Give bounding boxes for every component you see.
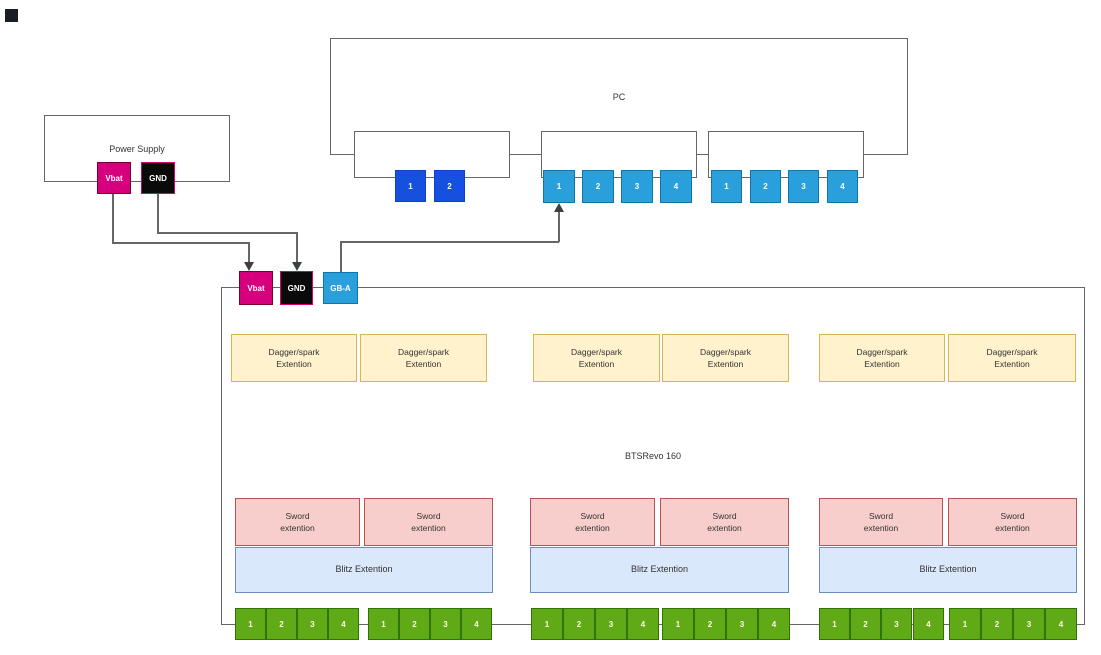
sword-extension-label: extention bbox=[995, 523, 1030, 533]
output-port: 3 bbox=[726, 608, 758, 640]
output-port: 4 bbox=[913, 608, 944, 640]
output-port: 4 bbox=[627, 608, 659, 640]
output-port: 2 bbox=[694, 608, 726, 640]
sword-extension-3: Sword extention bbox=[530, 498, 655, 546]
sword-extension-label: Sword bbox=[285, 510, 310, 521]
dagger-extension-label: Dagger/spark bbox=[699, 346, 752, 357]
dagger-extension-4: Dagger/spark Extention bbox=[662, 334, 789, 382]
arrowhead-down-icon bbox=[244, 262, 254, 271]
connector-vbat-segment bbox=[248, 242, 250, 263]
pc-hub-1 bbox=[354, 131, 510, 178]
pc-hub3-port: 1 bbox=[711, 170, 742, 203]
blitz-extension-1: Blitz Extention bbox=[235, 547, 493, 593]
connector-vbat-segment bbox=[112, 194, 114, 243]
sword-extension-label: extention bbox=[575, 523, 610, 533]
connector-vbat-segment bbox=[112, 242, 250, 244]
dagger-extension-6: Dagger/spark Extention bbox=[948, 334, 1076, 382]
sword-extension-label: Sword bbox=[416, 510, 441, 521]
output-port: 1 bbox=[662, 608, 694, 640]
power-supply-label: Power Supply bbox=[109, 143, 165, 154]
output-port: 4 bbox=[1045, 608, 1077, 640]
arrowhead-down-icon bbox=[292, 262, 302, 271]
connector-gba-segment bbox=[340, 241, 559, 243]
output-port: 4 bbox=[328, 608, 359, 640]
sword-extension-label: extention bbox=[863, 523, 899, 533]
pc-hub2-port: 3 bbox=[621, 170, 653, 203]
pc-hub1-port: 2 bbox=[434, 170, 465, 202]
sword-extension-label: extention bbox=[707, 523, 742, 533]
power-supply-port-gnd: GND bbox=[141, 162, 175, 194]
power-supply-port-vbat: Vbat bbox=[97, 162, 131, 194]
output-port: 3 bbox=[881, 608, 912, 640]
output-port: 3 bbox=[430, 608, 461, 640]
pc-hub3-port: 4 bbox=[827, 170, 858, 203]
pc-hub1-port: 1 bbox=[395, 170, 426, 202]
output-port: 1 bbox=[949, 608, 981, 640]
sword-extension-label: Sword bbox=[580, 510, 605, 521]
pc-hub2-port: 1 bbox=[543, 170, 575, 203]
sword-extension-label: Sword bbox=[712, 510, 737, 521]
sword-extension-label: Sword bbox=[1000, 510, 1025, 521]
bts-port-gnd: GND bbox=[280, 271, 313, 305]
dagger-extension-label: Dagger/spark bbox=[856, 346, 908, 357]
pc-label: PC bbox=[612, 91, 626, 102]
bts-port-gb-a: GB-A bbox=[323, 272, 358, 304]
dagger-extension-label: Dagger/spark bbox=[397, 346, 450, 357]
output-port: 2 bbox=[981, 608, 1013, 640]
sword-extension-4: Sword extention bbox=[660, 498, 789, 546]
sword-extension-2: Sword extention bbox=[364, 498, 493, 546]
corner-marker bbox=[5, 9, 18, 22]
blitz-extension-3: Blitz Extention bbox=[819, 547, 1077, 593]
connector-gba-segment bbox=[340, 241, 342, 272]
sword-extension-label: extention bbox=[411, 523, 446, 533]
output-port: 1 bbox=[819, 608, 850, 640]
connector-gnd-segment bbox=[296, 232, 298, 263]
sword-extension-1: Sword extention bbox=[235, 498, 360, 546]
power-supply-box: Power Supply bbox=[44, 115, 230, 182]
bts-port-vbat: Vbat bbox=[239, 271, 273, 305]
pc-hub3-port: 3 bbox=[788, 170, 819, 203]
pc-hub2-port: 2 bbox=[582, 170, 614, 203]
dagger-extension-1: Dagger/spark Extention bbox=[231, 334, 357, 382]
output-port: 1 bbox=[368, 608, 399, 640]
connector-gba-segment bbox=[558, 211, 560, 242]
dagger-extension-label: Dagger/spark bbox=[986, 346, 1038, 357]
output-port: 4 bbox=[758, 608, 790, 640]
output-port: 3 bbox=[1013, 608, 1045, 640]
pc-hub3-port: 2 bbox=[750, 170, 781, 203]
dagger-extension-label: Extention bbox=[864, 359, 900, 369]
sword-extension-5: Sword extention bbox=[819, 498, 943, 546]
arrowhead-up-icon bbox=[554, 203, 564, 212]
output-port: 1 bbox=[531, 608, 563, 640]
dagger-extension-5: Dagger/spark Extention bbox=[819, 334, 945, 382]
dagger-extension-label: Extention bbox=[578, 359, 615, 369]
output-port: 2 bbox=[266, 608, 297, 640]
sword-extension-label: extention bbox=[280, 523, 315, 533]
blitz-extension-2: Blitz Extention bbox=[530, 547, 789, 593]
dagger-extension-label: Extention bbox=[405, 359, 442, 369]
dagger-extension-label: Dagger/spark bbox=[268, 346, 320, 357]
output-port: 2 bbox=[399, 608, 430, 640]
connector-gnd-segment bbox=[157, 194, 159, 233]
dagger-extension-label: Extention bbox=[276, 359, 312, 369]
dagger-extension-2: Dagger/spark Extention bbox=[360, 334, 487, 382]
dagger-extension-label: Extention bbox=[707, 359, 744, 369]
dagger-extension-3: Dagger/spark Extention bbox=[533, 334, 660, 382]
dagger-extension-label: Dagger/spark bbox=[570, 346, 623, 357]
connector-gnd-segment bbox=[157, 232, 298, 234]
sword-extension-6: Sword extention bbox=[948, 498, 1077, 546]
output-port: 2 bbox=[563, 608, 595, 640]
dagger-extension-label: Extention bbox=[994, 359, 1030, 369]
output-port: 3 bbox=[595, 608, 627, 640]
output-port: 2 bbox=[850, 608, 881, 640]
pc-hub2-port: 4 bbox=[660, 170, 692, 203]
output-port: 4 bbox=[461, 608, 492, 640]
output-port: 1 bbox=[235, 608, 266, 640]
output-port: 3 bbox=[297, 608, 328, 640]
sword-extension-label: Sword bbox=[868, 510, 894, 521]
btsrevo-label: BTSRevo 160 bbox=[624, 451, 682, 461]
